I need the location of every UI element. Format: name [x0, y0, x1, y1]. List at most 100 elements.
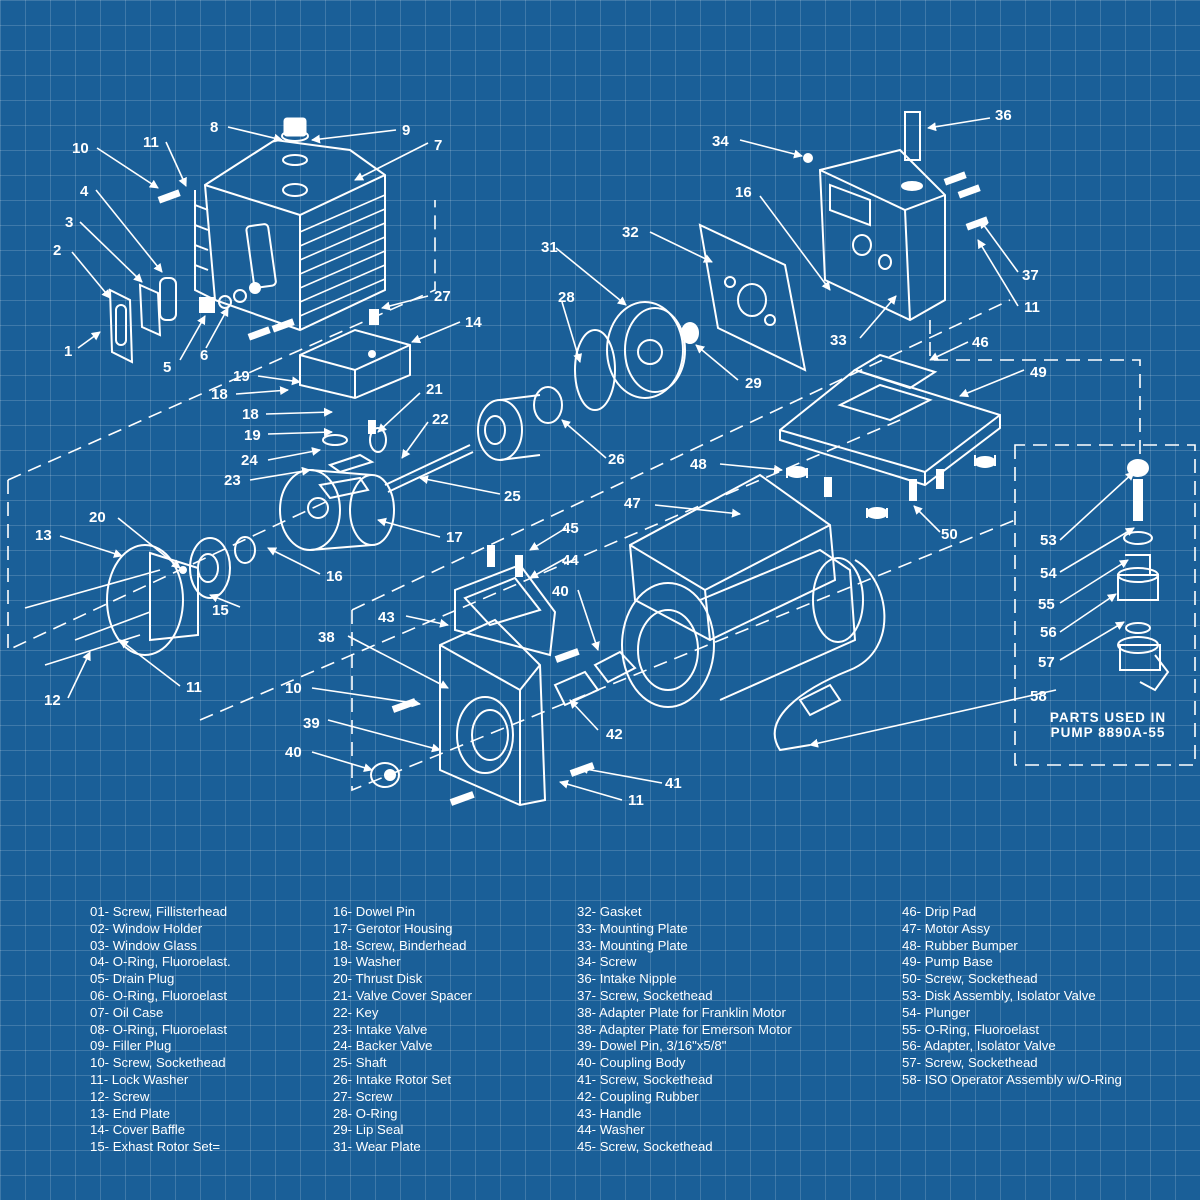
- callout-label: 27: [434, 288, 451, 305]
- legend-item: 47- Motor Assy: [902, 920, 990, 936]
- callout-label: 23: [224, 472, 241, 489]
- callout-label: 34: [712, 133, 729, 150]
- assembly-axis-lines: [7, 200, 1196, 792]
- legend-item: 48- Rubber Bumper: [902, 937, 1018, 953]
- legend-item: 33- Mounting Plate: [577, 937, 688, 953]
- legend-item: 26- Intake Rotor Set: [333, 1071, 452, 1087]
- callout-label: 21: [426, 381, 443, 398]
- pump-base: [779, 353, 1001, 519]
- callout-label: 16: [735, 184, 752, 201]
- callout-label: 16: [326, 568, 343, 585]
- legend-item: 21- Valve Cover Spacer: [333, 987, 473, 1003]
- legend-item: 03- Window Glass: [90, 937, 198, 953]
- legend-item: 20- Thrust Disk: [333, 971, 423, 987]
- callout-label: 45: [562, 520, 579, 537]
- callout-label: 4: [80, 183, 89, 200]
- legend-item: 15- Exhast Rotor Set=: [90, 1139, 221, 1155]
- legend-item: 14- Cover Baffle: [90, 1122, 186, 1138]
- legend-item: 34- Screw: [577, 954, 637, 970]
- legend-item: 32- Gasket: [577, 904, 642, 919]
- isolator-parts-note: PARTS USED IN PUMP 8890A-55: [1020, 710, 1196, 740]
- legend-item: 28- O-Ring: [333, 1105, 398, 1121]
- legend-item: 06- O-Ring, Fluoroelast: [90, 987, 228, 1003]
- legend-item: 22- Key: [333, 1004, 379, 1020]
- callout-numbers: 1 2 3 4 5 6 7 8 9 10 11 14 27 19 18 21 1…: [35, 107, 1057, 809]
- filler-plug: [281, 117, 309, 142]
- legend-item: 57- Screw, Sockethead: [902, 1055, 1038, 1071]
- callout-label: 42: [606, 726, 623, 743]
- legend-item: 11- Lock Washer: [90, 1071, 189, 1087]
- legend-item: 23- Intake Valve: [333, 1021, 428, 1037]
- legend-item: 18- Screw, Binderhead: [333, 937, 467, 953]
- legend-item: 37- Screw, Sockethead: [577, 987, 713, 1003]
- callout-label: 9: [402, 122, 410, 139]
- legend-item: 29- Lip Seal: [333, 1122, 404, 1138]
- gerotor-housing: [279, 469, 395, 551]
- callout-label: 46: [972, 334, 989, 351]
- oil-case: [194, 138, 386, 332]
- callout-label: 38: [318, 629, 335, 646]
- callout-label: 19: [244, 427, 261, 444]
- legend-item: 50- Screw, Sockethead: [902, 971, 1038, 987]
- legend-item: 24- Backer Valve: [333, 1038, 433, 1054]
- legend-item: 31- Wear Plate: [333, 1139, 421, 1155]
- callout-label: 15: [212, 602, 229, 619]
- legend-item: 19- Washer: [333, 954, 401, 970]
- legend-item: 43- Handle: [577, 1105, 642, 1121]
- legend-item: 16- Dowel Pin: [333, 904, 416, 919]
- legend-item: 39- Dowel Pin, 3/16"x5/8": [577, 1038, 727, 1054]
- exploded-parts-diagram: 1 2 3 4 5 6 7 8 9 10 11 14 27 19 18 21 1…: [7, 107, 1196, 809]
- callout-label: 58: [1030, 688, 1047, 705]
- callout-label: 18: [242, 406, 259, 423]
- legend-column-3: 32- Gasket 33- Mounting Plate 33- Mounti…: [577, 904, 792, 1156]
- legend-column-4: 46- Drip Pad 47- Motor Assy 48- Rubber B…: [902, 904, 1122, 1089]
- legend-item: 45- Screw, Sockethead: [577, 1139, 713, 1155]
- window-assembly: [108, 277, 261, 364]
- legend-item: 49- Pump Base: [902, 954, 993, 970]
- callout-label: 31: [541, 239, 558, 256]
- legend-item: 53- Disk Assembly, Isolator Valve: [902, 987, 1096, 1003]
- callout-label: 28: [558, 289, 575, 306]
- adapter-plate: [370, 563, 637, 807]
- legend-item: 04- O-Ring, Fluoroelast.: [90, 954, 231, 970]
- legend-item: 36- Intake Nipple: [577, 971, 677, 987]
- fasteners: [157, 171, 989, 806]
- callout-label: 57: [1038, 654, 1055, 671]
- rotor-and-end-plate: [24, 536, 256, 666]
- callout-label: 36: [995, 107, 1012, 124]
- gasket: [698, 223, 807, 372]
- legend-item: 02- Window Holder: [90, 920, 203, 936]
- callout-label: 17: [446, 529, 463, 546]
- callout-label: 32: [622, 224, 639, 241]
- callout-label: 3: [65, 214, 73, 231]
- callout-label: 11: [186, 679, 202, 696]
- legend-item: 17- Gerotor Housing: [333, 920, 453, 936]
- legend-column-2: 16- Dowel Pin 17- Gerotor Housing 18- Sc…: [333, 904, 472, 1156]
- callout-label: 11: [628, 792, 644, 809]
- callout-label: 33: [830, 332, 847, 349]
- mounting-plate: [803, 111, 946, 322]
- callout-label: 44: [562, 552, 579, 569]
- callout-label: 40: [552, 583, 569, 600]
- legend-item: 54- Plunger: [902, 1004, 971, 1020]
- wear-plate: [574, 301, 699, 411]
- legend-item: 08- O-Ring, Fluoroelast: [90, 1021, 228, 1037]
- legend-item: 25- Shaft: [333, 1055, 387, 1071]
- callout-label: 48: [690, 456, 707, 473]
- callout-label: 40: [285, 744, 302, 761]
- callout-label: 54: [1040, 565, 1057, 582]
- callout-label: 7: [434, 137, 442, 154]
- callout-label: 56: [1040, 624, 1057, 641]
- legend-item: 40- Coupling Body: [577, 1055, 686, 1071]
- legend-item: 55- O-Ring, Fluoroelast: [902, 1021, 1040, 1037]
- isolator-valve-parts: [1117, 459, 1170, 692]
- legend-item: 01- Screw, Fillisterhead: [90, 904, 228, 919]
- callout-label: 25: [504, 488, 521, 505]
- legend-column-1: 01- Screw, Fillisterhead 02- Window Hold…: [90, 904, 231, 1156]
- callout-label: 39: [303, 715, 320, 732]
- callout-label: 1: [64, 343, 72, 360]
- legend-item: 13- End Plate: [90, 1105, 170, 1121]
- callout-label: 12: [44, 692, 61, 709]
- callout-label: 53: [1040, 532, 1057, 549]
- intake-rotor-shaft: [322, 309, 563, 493]
